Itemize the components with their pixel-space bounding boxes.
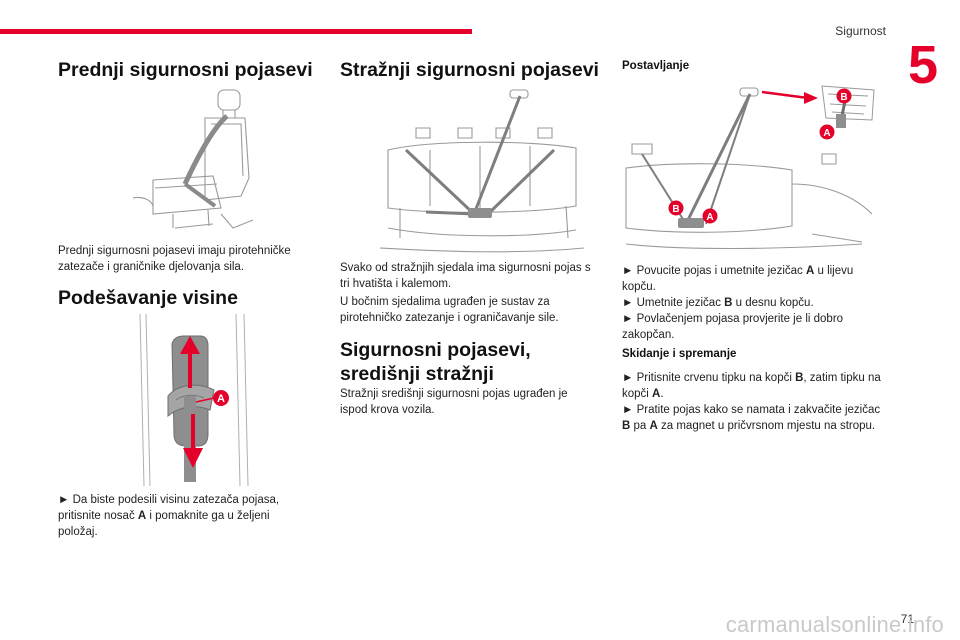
height-adjust-text: ► Da biste podesili visinu zatezača poja… (58, 494, 280, 538)
front-belts-text: Prednji sigurnosni pojasevi imaju pirote… (58, 245, 291, 273)
callout-a-bottom (702, 208, 718, 224)
svg-text:B: B (840, 92, 847, 103)
svg-text:B: B (672, 204, 679, 215)
chapter-number: 5 (907, 35, 938, 95)
callout-a-top (819, 124, 835, 140)
heading-rear-center-belt: Sigurnosni pojasevi, središnji stražnji (340, 339, 531, 386)
heading-removal: Skidanje i spremanje (622, 348, 737, 360)
svg-text:A: A (706, 212, 713, 223)
rear-belts-text-2: U bočnim sjedalima ugrađen je sustav za … (340, 296, 559, 324)
callout-b-top (836, 88, 852, 104)
page-number: 71 (900, 612, 914, 626)
fitting-step-3: ► Povlačenjem pojasa provjerite je li do… (622, 313, 844, 341)
fitting-step-2: ► Umetnite jezičac B u desnu kopču. (622, 297, 814, 309)
fitting-step-1: ► Povucite pojas i umetnite jezičac A u … (622, 265, 854, 293)
heading-fitting: Postavljanje (622, 60, 690, 72)
rear-center-belt-text: Stražnji središnji sigurnosni pojas ugra… (340, 388, 568, 416)
rear-seat-illustration (379, 89, 585, 253)
section-name: Sigurnost (835, 24, 886, 38)
header-accent-bar (0, 29, 472, 34)
center-belt-fitting-illustration: B A B A (625, 85, 875, 250)
removal-step-1: ► Pritisnite crvenu tipku na kopči B, za… (622, 372, 881, 400)
height-adjust-illustration: A (139, 314, 249, 486)
heading-front-belts: Prednji sigurnosni pojasevi (58, 59, 313, 81)
rear-belts-text-1: Svako od stražnjih sjedala ima sigurnosn… (340, 262, 591, 290)
heading-rear-belts: Stražnji sigurnosni pojasevi (340, 59, 599, 81)
callout-a: A (217, 393, 225, 405)
svg-text:A: A (823, 128, 830, 139)
front-seat-illustration (132, 89, 254, 229)
callout-b-bottom (668, 200, 684, 216)
watermark: carmanualsonline.info (725, 612, 944, 637)
removal-step-2: ► Pratite pojas kako se namata i zakvači… (622, 404, 881, 432)
heading-height-adjust: Podešavanje visine (58, 287, 238, 309)
